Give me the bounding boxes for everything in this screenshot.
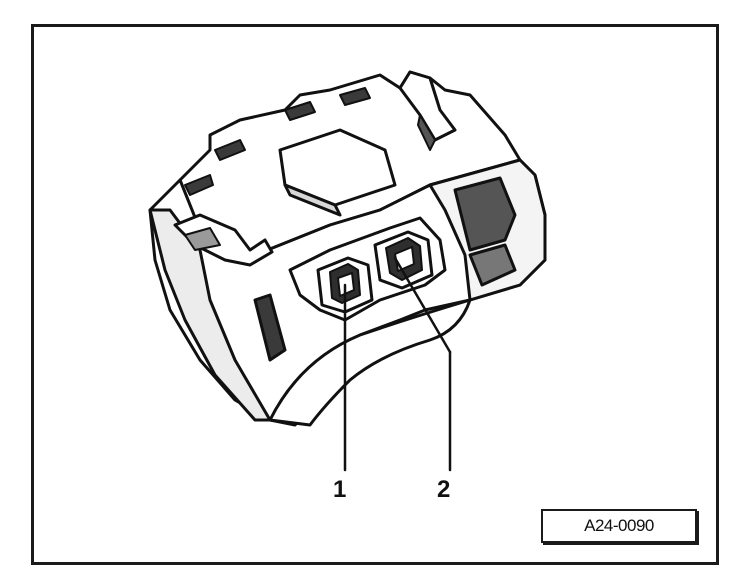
figure-code-label: A24-0090 [541,509,697,543]
housing-left-slot [253,293,287,362]
top-rib-1 [214,139,246,161]
top-rib-4 [184,174,214,196]
callout-2: 2 [437,476,451,503]
left-latch-arm [173,213,274,267]
housing-bottom-arch [268,298,472,427]
top-rib-2 [284,101,316,121]
right-window-upper [453,176,517,252]
top-rib-3 [339,87,371,106]
right-window-lower [468,243,517,287]
leader-line-2 [393,256,452,354]
right-top-latch-shadow [417,114,436,151]
left-latch-shadow [184,227,221,251]
top-center-step [283,183,342,217]
callout-1: 1 [333,476,347,503]
